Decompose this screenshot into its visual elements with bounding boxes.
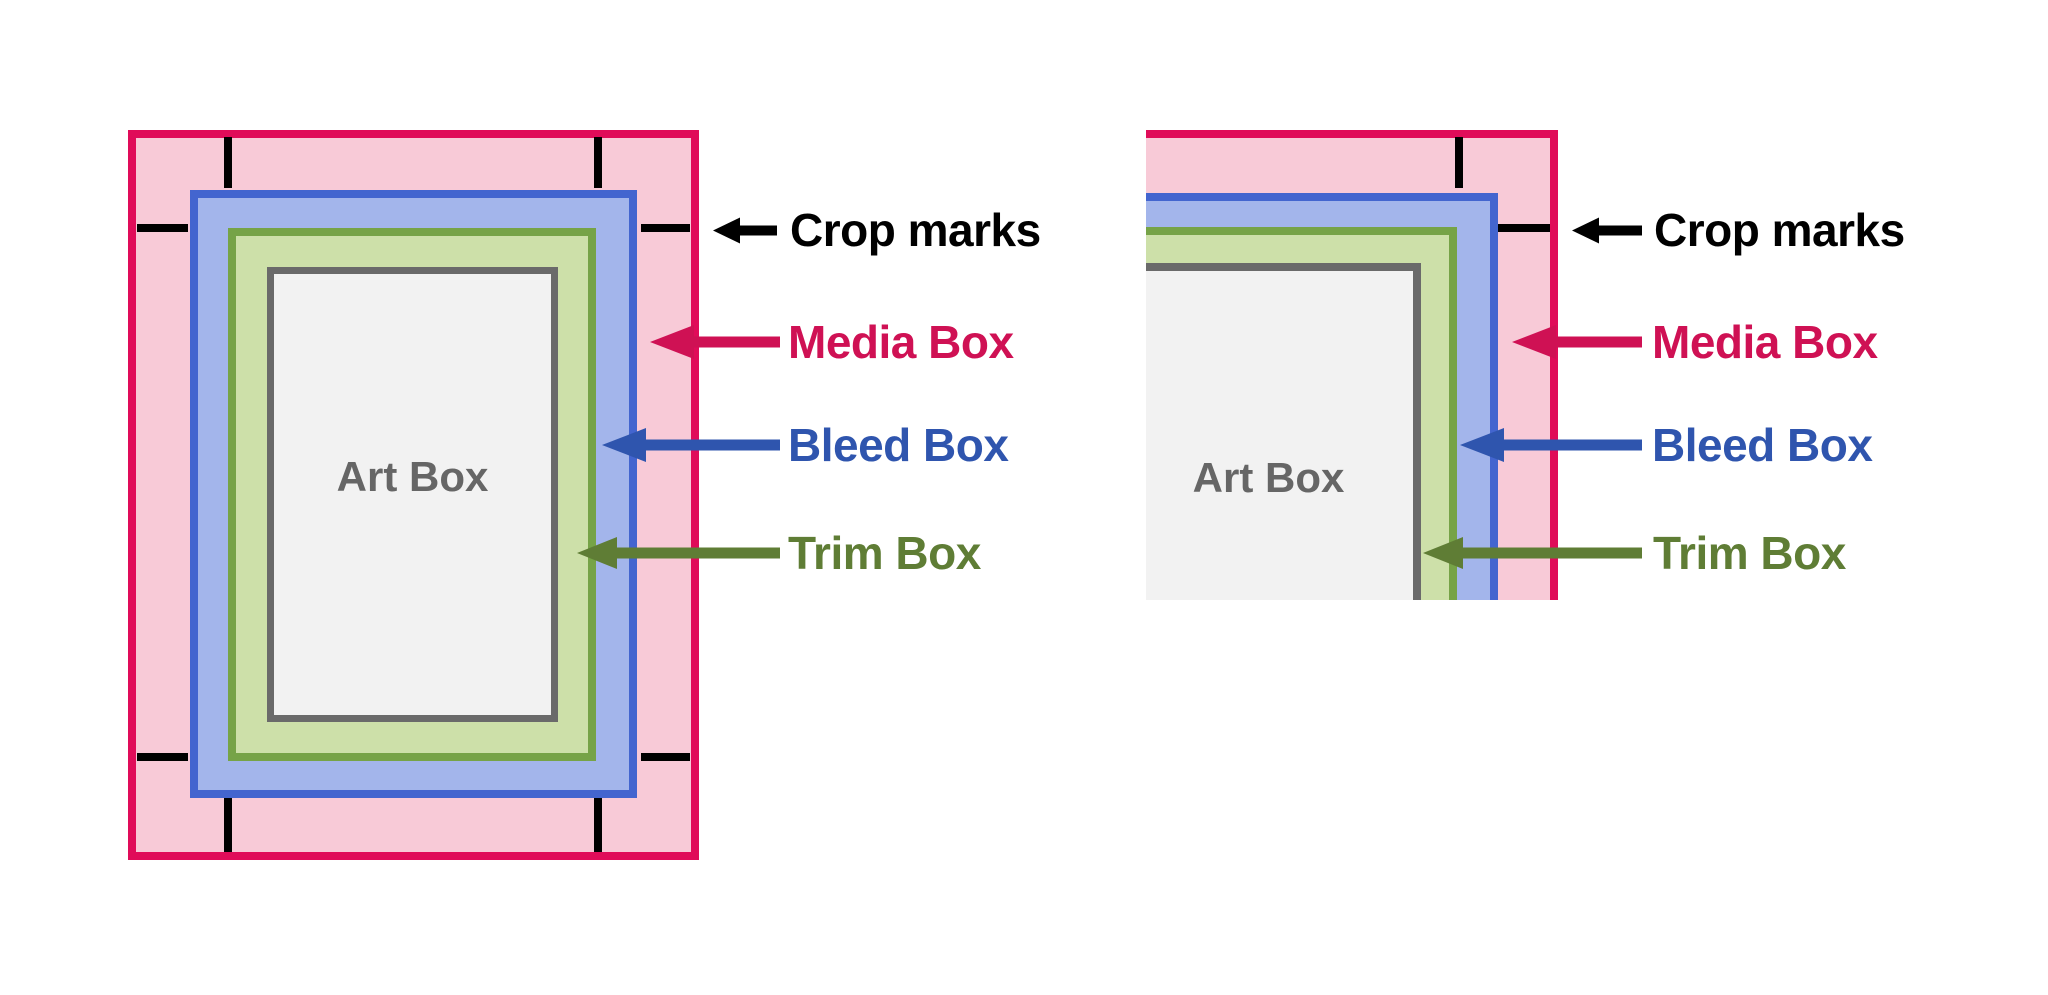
arrow-shaft xyxy=(614,547,780,559)
arrowhead-icon xyxy=(1512,325,1556,359)
media-box-arrow-icon xyxy=(650,325,780,359)
media-box-arrow-icon xyxy=(1512,325,1642,359)
arrow-shaft xyxy=(643,439,780,451)
bleed-box-label: Bleed Box xyxy=(788,419,1009,471)
arrow-shaft xyxy=(691,336,780,348)
crop-mark-top-left-icon xyxy=(224,137,232,188)
arrow-shaft xyxy=(1553,336,1642,348)
art-box: Art Box xyxy=(267,267,558,722)
arrow-shaft xyxy=(737,225,777,235)
art-box-label: Art Box xyxy=(1192,454,1345,501)
crop-mark-right-icon xyxy=(1498,224,1550,232)
arrowhead-icon xyxy=(650,325,694,359)
arrow-shaft xyxy=(1501,439,1642,451)
arrowhead-icon xyxy=(1460,428,1504,462)
crop-mark-left-bottom-icon xyxy=(137,753,188,761)
art-box-label: Art Box xyxy=(336,453,489,500)
trim-box-arrow-icon xyxy=(577,537,780,569)
crop-marks-arrow-icon xyxy=(1572,217,1642,244)
crop-marks-arrow-icon xyxy=(713,217,777,244)
trim-box-label: Trim Box xyxy=(788,527,981,579)
arrowhead-icon xyxy=(1572,217,1599,243)
crop-mark-left-top-icon xyxy=(137,224,188,232)
art-box: Art Box xyxy=(1146,263,1421,600)
crop-mark-bottom-right-icon xyxy=(594,798,602,852)
crop-marks-label: Crop marks xyxy=(790,204,1041,256)
arrowhead-icon xyxy=(602,428,646,462)
crop-marks-label: Crop marks xyxy=(1654,204,1905,256)
crop-mark-bottom-left-icon xyxy=(224,798,232,852)
bleed-box-arrow-icon xyxy=(602,428,780,462)
arrowhead-icon xyxy=(1423,537,1463,569)
bleed-box-arrow-icon xyxy=(1460,428,1642,462)
media-box-label: Media Box xyxy=(1652,316,1878,368)
crop-mark-top-icon xyxy=(1455,137,1463,188)
crop-mark-right-top-icon xyxy=(641,224,690,232)
arrow-shaft xyxy=(1460,547,1642,559)
corner-detail-clip: Art Box xyxy=(1146,130,1558,600)
bleed-box-label: Bleed Box xyxy=(1652,419,1873,471)
arrowhead-icon xyxy=(577,537,617,569)
arrowhead-icon xyxy=(713,217,740,243)
trim-box-arrow-icon xyxy=(1423,537,1642,569)
crop-mark-right-bottom-icon xyxy=(641,753,690,761)
media-box-label: Media Box xyxy=(788,316,1014,368)
arrow-shaft xyxy=(1596,225,1642,235)
crop-mark-top-right-icon xyxy=(594,137,602,188)
trim-box-label: Trim Box xyxy=(1653,527,1846,579)
